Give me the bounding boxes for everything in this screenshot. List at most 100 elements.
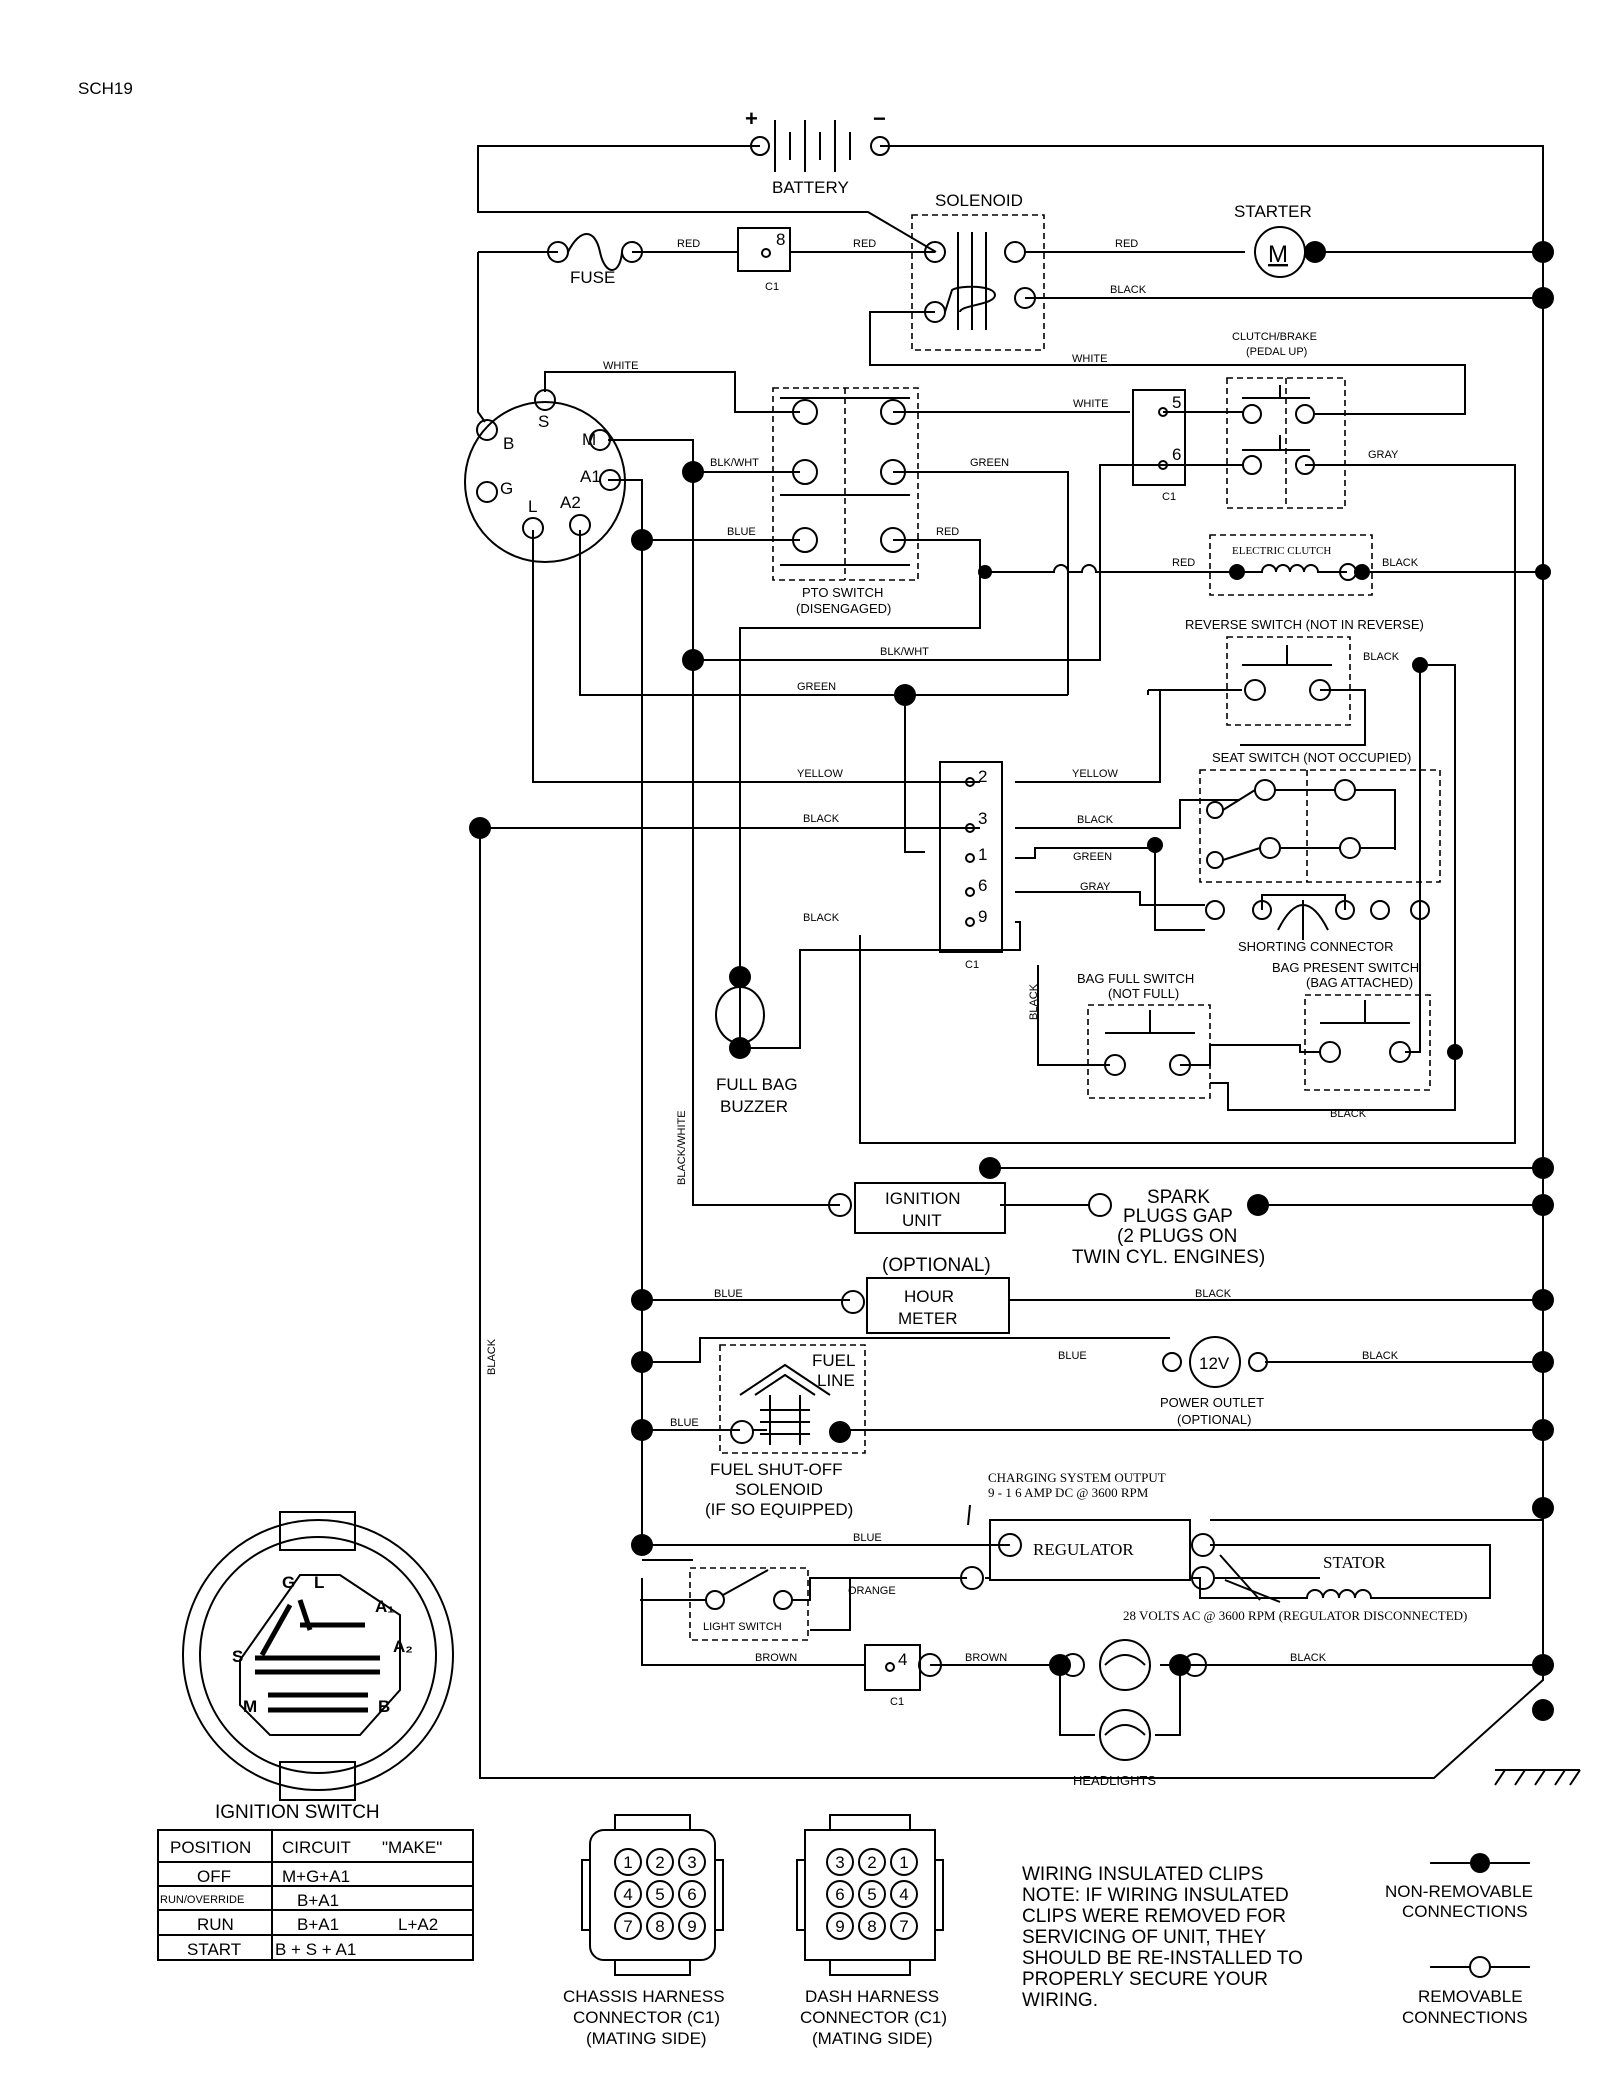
wire-label: YELLOW (1072, 768, 1118, 780)
wiring-note: WIRING INSULATED CLIPS NOTE: IF WIRING I… (1022, 1864, 1303, 2011)
spark-label-1: SPARK (1147, 1187, 1210, 1208)
c1-label-3: C1 (965, 959, 979, 971)
fuel-shutoff-solenoid: FUEL LINE FUEL SHUT-OFF SOLENOID (IF SO … (705, 1344, 866, 1519)
junction-dots (469, 241, 1554, 1721)
table-cell-position: OFF (197, 1867, 231, 1886)
fuel-solenoid-label-3: (IF SO EQUIPPED) (705, 1500, 853, 1519)
c1-label: C1 (765, 281, 779, 293)
ign-face-a2: A₂ (393, 1637, 413, 1656)
wire-label: BLK/WHT (880, 646, 929, 658)
ignition-switch-title: IGNITION SWITCH (215, 1802, 380, 1823)
reverse-switch-label: REVERSE SWITCH (NOT IN REVERSE) (1185, 617, 1424, 632)
ign-face-l: L (314, 1573, 324, 1592)
clutch-brake-switch: CLUTCH/BRAKE (PEDAL UP) (1163, 331, 1346, 509)
legend-removable-2: CONNECTIONS (1402, 2008, 1528, 2027)
wire-label: GRAY (1368, 449, 1399, 461)
connector-pin-number: 6 (835, 1885, 844, 1904)
bag-present-label-1: BAG PRESENT SWITCH (1272, 960, 1419, 975)
legend-removable-dot (1469, 1956, 1491, 1978)
power-outlet-symbol: 12V (1199, 1354, 1230, 1373)
connector-pin (678, 1912, 706, 1940)
wire-label: BLUE (853, 1532, 882, 1544)
charging-system: CHARGING SYSTEM OUTPUT 9 - 1 6 AMP DC @ … (960, 1470, 1490, 1623)
fuse-label: FUSE (570, 268, 615, 287)
fuel-solenoid-label-2: SOLENOID (735, 1480, 823, 1499)
dash-harness-connector: DASH HARNESS CONNECTOR (C1) (MATING SIDE… (796, 1814, 947, 2048)
pin-1: 1 (978, 845, 987, 864)
ign-face-a1: A₁ (375, 1597, 394, 1616)
buzzer-label-1: FULL BAG (716, 1075, 798, 1094)
wire-label: BROWN (755, 1652, 797, 1664)
full-bag-buzzer: FULL BAG BUZZER (715, 966, 798, 1116)
starter: M STARTER (1234, 202, 1326, 278)
shorting-connector: SHORTING CONNECTOR (1205, 894, 1430, 954)
connector-pin (646, 1880, 674, 1908)
ignition-switch-face: G L A₁ A₂ S M B (182, 1511, 454, 1801)
bag-full-label-1: BAG FULL SWITCH (1077, 971, 1194, 986)
seat-switch: SEAT SWITCH (NOT OCCUPIED) (1199, 750, 1441, 883)
battery-minus: − (873, 106, 886, 131)
wire-label: RED (677, 238, 700, 250)
dash-label-1: DASH HARNESS (805, 1987, 939, 2006)
wire-label: BROWN (965, 1652, 1007, 1664)
light-switch-label: LIGHT SWITCH (703, 1621, 782, 1633)
connector-pin (614, 1848, 642, 1876)
spark-label-4: TWIN CYL. ENGINES) (1072, 1247, 1265, 1268)
wire-label: BLACK (803, 912, 840, 924)
note-line: PROPERLY SECURE YOUR (1022, 1969, 1268, 1990)
seat-switch-label: SEAT SWITCH (NOT OCCUPIED) (1212, 750, 1411, 765)
wire-label: GREEN (797, 681, 836, 693)
wire-label: RED (853, 238, 876, 250)
ignition-switch-schematic: B S M A1 G L A2 (464, 389, 626, 563)
wire-label: BLACK (486, 1338, 498, 1375)
ignition-unit-label-1: IGNITION (885, 1189, 961, 1208)
light-switch: LIGHT SWITCH (640, 1567, 960, 1641)
table-cell-make: L+A2 (398, 1915, 438, 1934)
wire-label: BLACK (803, 813, 840, 825)
connector-pin (646, 1912, 674, 1940)
wire-label: BLUE (1058, 1350, 1087, 1362)
wire-label: GREEN (970, 457, 1009, 469)
pin-6-main: 6 (978, 876, 987, 895)
connector-pin (614, 1880, 642, 1908)
wire-label: RED (936, 526, 959, 538)
connector-pin-number: 9 (835, 1917, 844, 1936)
connector-pin (678, 1880, 706, 1908)
battery: + − BATTERY (745, 106, 890, 197)
connector-pin (858, 1880, 886, 1908)
connector-c1-pins-5-6: 5 6 C1 (1099, 389, 1186, 660)
wire-label: BLACK (1028, 983, 1040, 1020)
ign-term-m: M (582, 430, 596, 449)
ign-face-b: B (378, 1697, 390, 1716)
connector-c1-pin8: 8 C1 (737, 227, 791, 293)
connector-pin (646, 1848, 674, 1876)
table-cell-circuit: B+A1 (297, 1891, 339, 1910)
bag-full-switch: BAG FULL SWITCH (NOT FULL) (1077, 971, 1211, 1099)
wire-label: BLACK (1290, 1652, 1327, 1664)
connector-pin-number: 5 (655, 1885, 664, 1904)
pin-6: 6 (1172, 445, 1181, 464)
c1-label-4: C1 (890, 1696, 904, 1708)
battery-plus: + (745, 106, 758, 131)
legend-non-removable-2: CONNECTIONS (1402, 1902, 1528, 1921)
wire-label: BLACK/WHITE (676, 1110, 688, 1185)
spark-label-2: PLUGS GAP (1123, 1206, 1233, 1227)
wire-labels: RED RED RED BLACK WHITE WHITE WHITE BLK/… (486, 238, 1419, 1664)
power-outlet: 12V POWER OUTLET (OPTIONAL) (1160, 1336, 1268, 1427)
power-outlet-label-1: POWER OUTLET (1160, 1395, 1264, 1410)
charging-label-1: CHARGING SYSTEM OUTPUT (988, 1470, 1166, 1485)
hour-meter-label-2: METER (898, 1309, 958, 1328)
ignition-unit: IGNITION UNIT (828, 1157, 1269, 1234)
table-header-circuit: CIRCUIT (282, 1838, 351, 1857)
connector-pin (826, 1880, 854, 1908)
wire-label: BLACK (1077, 814, 1114, 826)
wire-label: BLK/WHT (710, 457, 759, 469)
connector-pin-number: 1 (623, 1853, 632, 1872)
headlights-label: HEADLIGHTS (1073, 1773, 1156, 1788)
connector-pin (890, 1848, 918, 1876)
ignition-unit-label-2: UNIT (902, 1211, 942, 1230)
pto-label-1: PTO SWITCH (802, 585, 883, 600)
wire-label: BLACK (1195, 1288, 1232, 1300)
connector-c1-main: 2 3 1 6 9 C1 (939, 761, 1003, 971)
battery-label: BATTERY (772, 178, 849, 197)
